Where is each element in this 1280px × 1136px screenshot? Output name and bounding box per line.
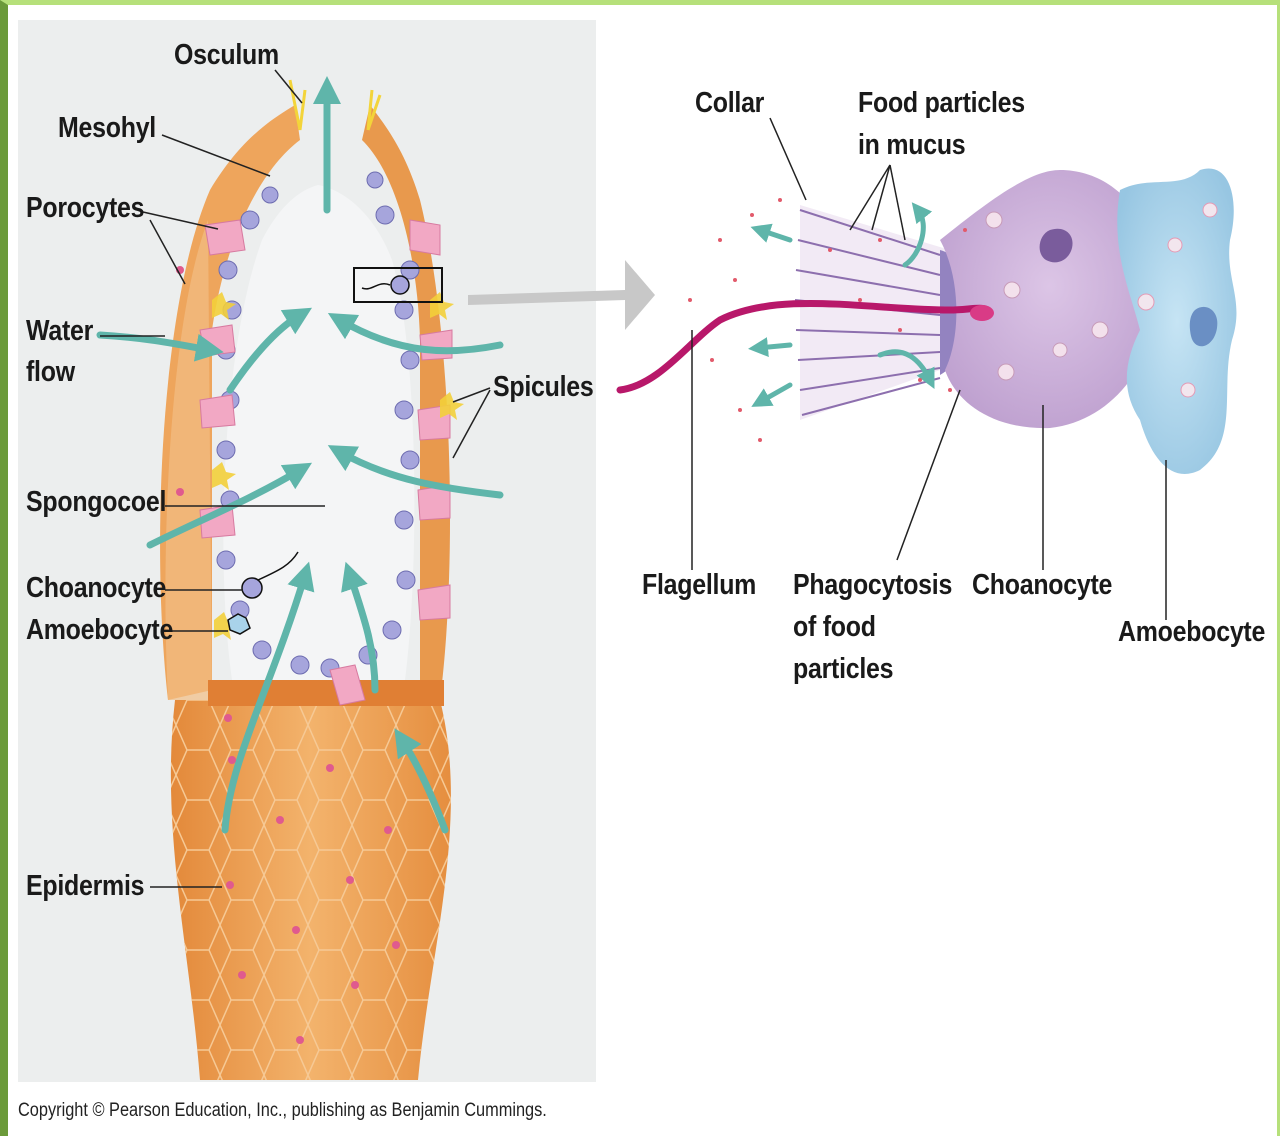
label-choanocyte-left: Choanocyte xyxy=(26,568,166,609)
label-spongocoel: Spongocoel xyxy=(26,482,166,523)
label-of-food: of food xyxy=(793,607,876,648)
label-epidermis: Epidermis xyxy=(26,866,144,907)
label-choanocyte-right: Choanocyte xyxy=(972,565,1112,606)
label-water: Water xyxy=(26,311,93,352)
label-in-mucus: in mucus xyxy=(858,125,965,166)
label-flow: flow xyxy=(26,352,75,393)
label-spicules: Spicules xyxy=(493,367,594,408)
label-collar: Collar xyxy=(695,83,764,124)
label-particles: particles xyxy=(793,649,893,690)
label-mesohyl: Mesohyl xyxy=(58,108,156,149)
label-osculum: Osculum xyxy=(174,35,279,76)
label-flagellum: Flagellum xyxy=(642,565,756,606)
label-food-particles: Food particles xyxy=(858,83,1025,124)
label-amoebocyte-left: Amoebocyte xyxy=(26,610,173,651)
label-amoebocyte-right: Amoebocyte xyxy=(1118,612,1265,653)
copyright-notice: Copyright © Pearson Education, Inc., pub… xyxy=(18,1100,547,1122)
label-phagocytosis: Phagocytosis xyxy=(793,565,952,606)
label-porocytes: Porocytes xyxy=(26,188,144,229)
choanocyte-detail xyxy=(620,168,1236,474)
